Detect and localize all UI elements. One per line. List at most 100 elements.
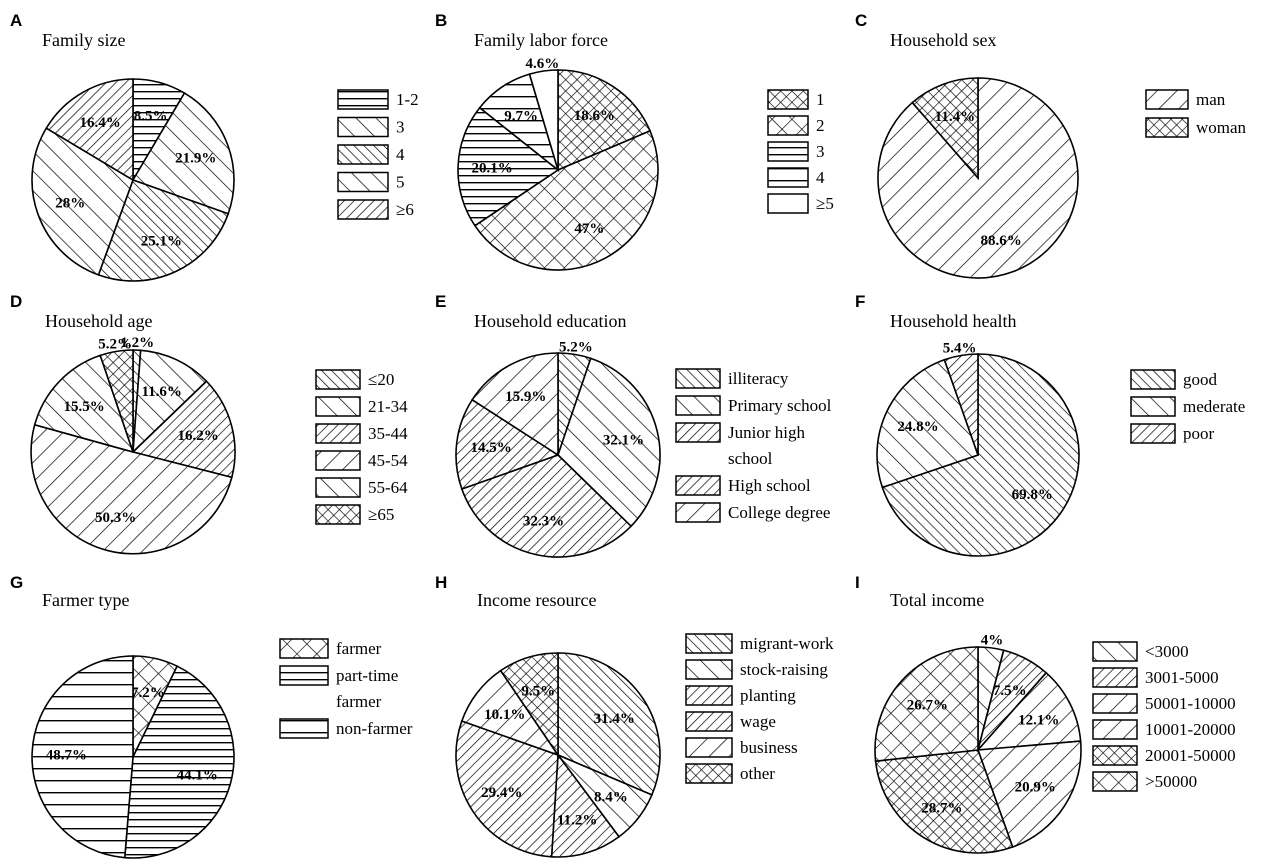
legend-swatch xyxy=(337,116,389,138)
panel-letter: D xyxy=(10,292,22,311)
legend-swatch xyxy=(315,369,361,390)
legend-label: 55-64 xyxy=(368,478,408,497)
panel-letter: C xyxy=(855,11,867,30)
slice-label: 26.7% xyxy=(907,698,948,714)
slice-label: 14.5% xyxy=(470,440,511,456)
legend-label: farmer xyxy=(336,692,382,711)
legend-swatch xyxy=(675,395,721,416)
legend-swatch xyxy=(279,718,329,739)
slice-label: 11.2% xyxy=(557,813,597,829)
legend-swatch xyxy=(767,115,809,136)
pie-slice-3 xyxy=(457,106,560,227)
slice-label: 88.6% xyxy=(980,233,1021,249)
legend-label: mederate xyxy=(1183,397,1245,416)
slice-label: 5.2% xyxy=(559,339,593,355)
legend-swatch xyxy=(685,737,733,758)
legend-label: 50001-10000 xyxy=(1145,694,1236,713)
legend-label: man xyxy=(1196,90,1226,109)
legend-swatch xyxy=(1092,719,1138,740)
pie-slice-college-degree xyxy=(471,352,559,457)
panel-letter: I xyxy=(855,573,860,592)
pie-slice-woman xyxy=(911,77,979,181)
pie-slice-high-school xyxy=(455,398,560,490)
slice-label: 20.9% xyxy=(1015,780,1056,796)
legend-label: ≥65 xyxy=(368,505,394,524)
slice-label: 4.6% xyxy=(526,56,560,72)
slice-label: 32.3% xyxy=(523,514,564,530)
slice-label: 15.5% xyxy=(63,399,104,415)
legend-label: 5 xyxy=(396,173,405,192)
slice-label: 11.4% xyxy=(935,109,975,125)
legend-label: 21-34 xyxy=(368,397,408,416)
pie-slice-non-farmer xyxy=(31,655,134,859)
slice-label: 11.6% xyxy=(141,384,181,400)
slice-label: 15.9% xyxy=(505,389,546,405)
pie-slice-junior-high-school xyxy=(460,454,633,558)
slice-label: 25.1% xyxy=(141,233,182,249)
pie-slice-45-54 xyxy=(30,423,233,555)
slice-label: 18.6% xyxy=(574,108,615,124)
legend-swatch xyxy=(279,638,329,659)
legend-swatch xyxy=(675,368,721,389)
slice-label: 28% xyxy=(55,195,85,211)
legend-label: ≥5 xyxy=(816,194,834,213)
legend-label: good xyxy=(1183,370,1218,389)
legend-swatch xyxy=(1092,667,1138,688)
pie-slice-wage xyxy=(455,720,559,858)
legend-label: >50000 xyxy=(1145,772,1197,791)
legend: migrant-workstock-raisingplantingwagebus… xyxy=(685,633,834,784)
legend-swatch xyxy=(315,396,361,417)
legend-label: farmer xyxy=(336,639,382,658)
legend-swatch xyxy=(675,422,721,443)
slice-label: 50.3% xyxy=(95,510,136,526)
pie-slice-5 xyxy=(31,127,134,276)
legend-label: High school xyxy=(728,476,811,495)
legend-swatch xyxy=(685,685,733,706)
slice-label: 9.7% xyxy=(504,108,538,124)
panel-letter: B xyxy=(435,11,447,30)
chart-title: Household education xyxy=(474,311,626,331)
legend-label: planting xyxy=(740,686,796,705)
pie-slice-20001-50000 xyxy=(874,749,1014,854)
legend-swatch xyxy=(315,504,361,525)
slice-label: 28.7% xyxy=(921,801,962,817)
legend-label: woman xyxy=(1196,118,1247,137)
legend-label: 1-2 xyxy=(396,90,419,109)
pie-slice-3 xyxy=(131,91,235,215)
pie-slice-50001-10000 xyxy=(976,671,1082,751)
legend-label: other xyxy=(740,764,775,783)
legend-label: 35-44 xyxy=(368,424,408,443)
legend-swatch xyxy=(685,763,733,784)
legend: man woman xyxy=(1145,89,1247,138)
pie-slice-35-44 xyxy=(131,380,236,479)
legend-swatch xyxy=(337,89,389,110)
slice-label: 31.4% xyxy=(594,711,635,727)
slice-label: 24.8% xyxy=(897,419,938,435)
legend-swatch xyxy=(1130,423,1176,444)
chart-title: Total income xyxy=(890,590,984,610)
legend-label: 45-54 xyxy=(368,451,408,470)
slice-label: 32.1% xyxy=(603,432,644,448)
slice-label: 8.4% xyxy=(594,790,628,806)
panel-letter: G xyxy=(10,573,23,592)
legend-swatch xyxy=(1130,369,1176,390)
legend-swatch xyxy=(1145,117,1189,138)
slice-label: 7.5% xyxy=(993,683,1027,699)
slice-label: 12.1% xyxy=(1018,712,1059,728)
slice-label: 16.4% xyxy=(79,115,120,131)
slice-label: 5.2% xyxy=(98,336,132,352)
panel-letter: F xyxy=(855,292,865,311)
pie-slice-other xyxy=(499,652,559,758)
legend-swatch xyxy=(1092,745,1138,766)
